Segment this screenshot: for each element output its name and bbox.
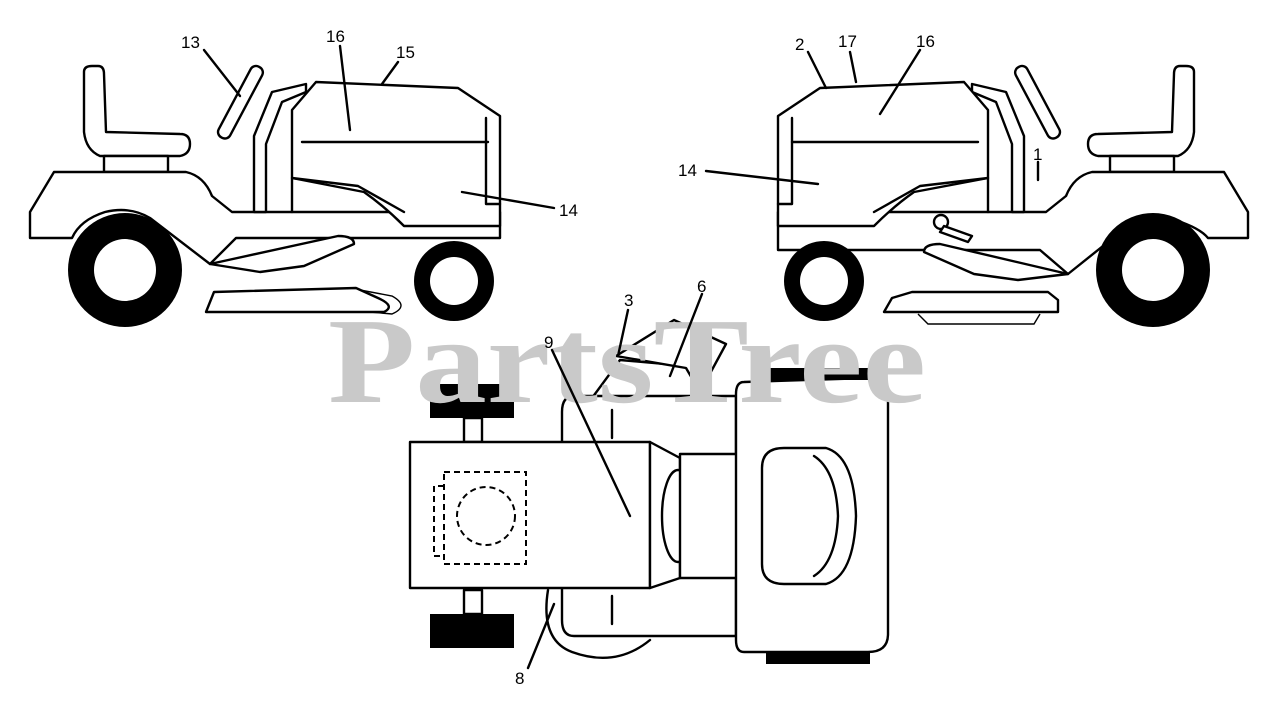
top-bag-curve bbox=[545, 588, 652, 659]
leader-15 bbox=[380, 60, 400, 86]
callout-14-right: 14 bbox=[678, 161, 697, 180]
left-steering-column bbox=[252, 82, 308, 214]
callout-17: 17 bbox=[838, 32, 857, 51]
leader-8 bbox=[526, 602, 556, 670]
callout-16-left: 16 bbox=[326, 27, 345, 46]
right-side-view-tractor bbox=[776, 64, 1250, 327]
leader-16-left bbox=[338, 44, 352, 132]
left-rear-wheel-rim bbox=[94, 239, 156, 301]
callout-1: 1 bbox=[1033, 145, 1042, 164]
right-steering-column bbox=[970, 82, 1026, 214]
callout-3: 3 bbox=[624, 291, 633, 310]
right-front-wheel-rim bbox=[800, 257, 848, 305]
leader-17 bbox=[848, 50, 858, 84]
left-seat bbox=[82, 64, 192, 158]
left-hood bbox=[290, 80, 502, 228]
callout-8: 8 bbox=[515, 669, 524, 688]
leader-14-right bbox=[704, 169, 820, 186]
right-lever-rod bbox=[938, 224, 974, 244]
right-deck-lever bbox=[922, 242, 1070, 282]
top-engine-cover-dashed bbox=[443, 471, 527, 565]
leader-14-left bbox=[460, 190, 556, 210]
callout-15: 15 bbox=[396, 43, 415, 62]
leader-2 bbox=[806, 50, 828, 90]
leader-13 bbox=[202, 48, 242, 98]
right-seat-base bbox=[1108, 154, 1176, 174]
left-hood-step bbox=[290, 176, 406, 214]
leader-lines bbox=[202, 44, 1040, 670]
right-hood bbox=[776, 80, 990, 228]
top-hood bbox=[408, 440, 652, 590]
callout-labels: 13 16 15 14 2 17 16 14 1 3 6 9 8 bbox=[181, 27, 1042, 688]
top-column-tunnel bbox=[678, 452, 740, 580]
right-rear-wheel-rim bbox=[1122, 239, 1184, 301]
callout-16-right: 16 bbox=[916, 32, 935, 51]
right-deck-skirt bbox=[917, 313, 1041, 325]
top-rear-wheel-right bbox=[766, 652, 870, 664]
callout-13: 13 bbox=[181, 33, 200, 52]
right-seat bbox=[1086, 64, 1196, 158]
leader-16-right bbox=[878, 48, 922, 116]
right-hood-step bbox=[872, 176, 990, 214]
top-seat bbox=[760, 446, 858, 586]
left-hood-front bbox=[484, 116, 502, 206]
callout-6: 6 bbox=[697, 277, 706, 296]
top-view-tractor bbox=[408, 318, 890, 664]
callout-9: 9 bbox=[544, 333, 553, 352]
left-steering-wheel bbox=[216, 64, 265, 140]
right-hood-front bbox=[776, 116, 794, 206]
right-mower-deck bbox=[882, 290, 1060, 314]
left-deck-lever bbox=[208, 234, 356, 274]
right-steering-wheel bbox=[1013, 64, 1062, 140]
top-front-wheel-right bbox=[430, 614, 514, 648]
left-deck-chute bbox=[359, 289, 402, 315]
top-front-wheel-left bbox=[430, 384, 514, 418]
top-axle-right bbox=[462, 588, 484, 616]
callout-2: 2 bbox=[795, 35, 804, 54]
top-engine-circle-dashed bbox=[456, 486, 516, 546]
left-side-view-tractor bbox=[28, 64, 502, 327]
left-front-wheel-rim bbox=[430, 257, 478, 305]
top-seat-back bbox=[812, 454, 840, 578]
leader-6 bbox=[668, 292, 704, 378]
leader-3 bbox=[616, 308, 630, 358]
left-seat-base bbox=[102, 154, 170, 174]
leader-9 bbox=[550, 348, 632, 518]
left-rear-fender bbox=[28, 170, 502, 266]
top-rear-wheel-left bbox=[766, 368, 870, 380]
top-engine-side-dashed bbox=[433, 485, 444, 557]
callout-14-left: 14 bbox=[559, 201, 578, 220]
